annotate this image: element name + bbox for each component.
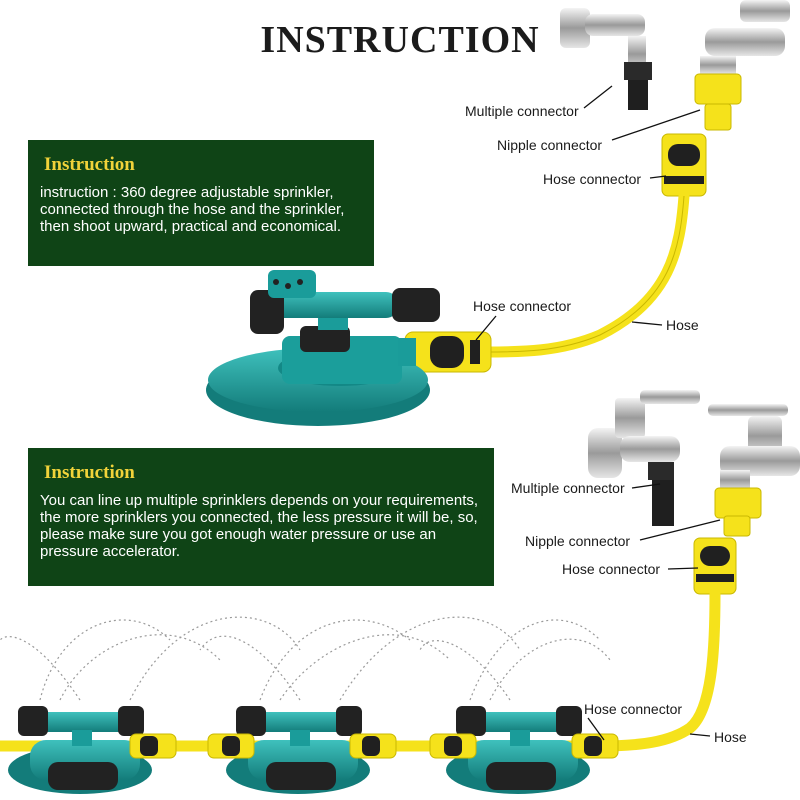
sprinkler-top xyxy=(206,270,440,426)
faucet-left-top xyxy=(560,8,652,110)
sprinkler-bottom-2 xyxy=(207,706,397,794)
page-title: INSTRUCTION xyxy=(260,19,540,61)
hose-connector-top-upper xyxy=(661,133,707,197)
instruction-text: instruction : 360 degree adjustable spri… xyxy=(40,184,345,235)
instruction-heading: Instruction xyxy=(44,154,135,175)
sprinkler-bottom-3 xyxy=(429,706,619,794)
label-multiple-connector: Multiple connector xyxy=(511,480,625,496)
faucet-left-bottom xyxy=(588,390,700,526)
label-hose-connector: Hose connector xyxy=(584,701,683,717)
instruction-panel-bottom: Instruction You can line up multiple spr… xyxy=(28,448,494,586)
hose-connector-bottom-upper xyxy=(693,537,737,595)
label-hose-connector: Hose connector xyxy=(543,171,642,187)
label-nipple-connector: Nipple connector xyxy=(525,533,631,549)
label-hose: Hose xyxy=(666,317,699,333)
nipple-connector-top xyxy=(694,73,742,131)
label-nipple-connector: Nipple connector xyxy=(497,137,603,153)
instruction-heading: Instruction xyxy=(44,462,135,483)
faucet-right-top xyxy=(700,0,790,74)
label-hose-connector: Hose connector xyxy=(562,561,661,577)
label-hose: Hose xyxy=(714,729,747,745)
instruction-panel-top: Instruction instruction : 360 degree adj… xyxy=(28,140,374,266)
nipple-connector-bottom xyxy=(714,487,762,537)
faucet-right-bottom xyxy=(708,404,800,490)
water-spray xyxy=(0,616,611,701)
instruction-text: You can line up multiple sprinklers depe… xyxy=(40,492,479,560)
label-multiple-connector: Multiple connector xyxy=(465,103,579,119)
label-hose-connector: Hose connector xyxy=(473,298,572,314)
sprinkler-bottom-1 xyxy=(8,706,177,794)
